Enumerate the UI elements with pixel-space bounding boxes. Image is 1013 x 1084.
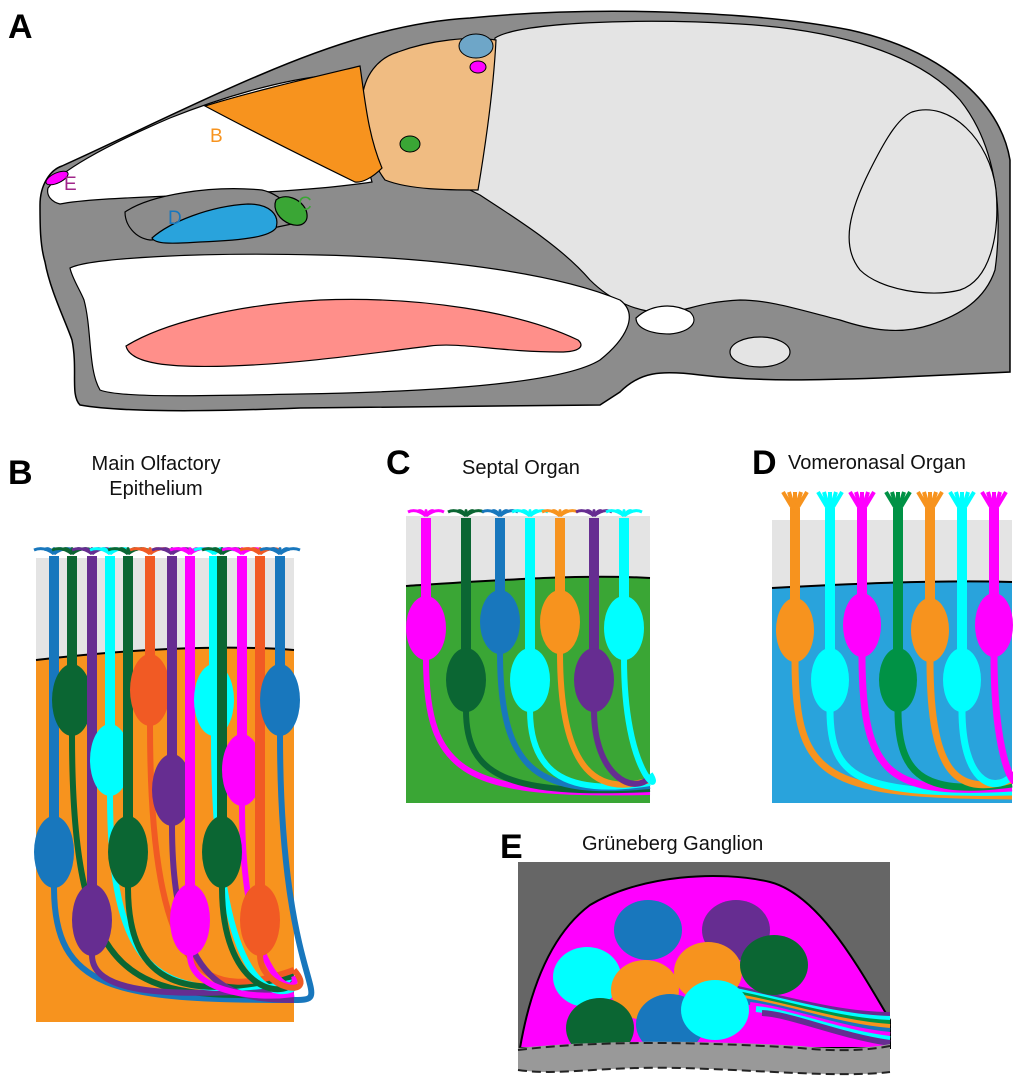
ganglion-cell <box>553 947 621 1007</box>
accessory-bulb-pink-spot <box>470 61 486 73</box>
ganglion-cell <box>740 935 808 995</box>
bulla <box>730 337 790 367</box>
panel-e-title: Grüneberg Ganglion <box>582 833 763 855</box>
vno-cell-body <box>879 648 917 712</box>
moe-dendrite <box>255 556 265 920</box>
region-label-c: C <box>298 194 312 215</box>
vno-cell-body <box>975 593 1013 657</box>
region-label-d: D <box>168 208 182 229</box>
region-label-e: E <box>64 174 77 195</box>
panel-c-letter: C <box>386 444 411 482</box>
ganglion-cell <box>614 900 682 960</box>
vno-cell-body <box>911 598 949 662</box>
vno-cell-body <box>943 648 981 712</box>
moe-cell-body <box>194 664 234 736</box>
vno-cell-body <box>843 593 881 657</box>
panel-d-letter: D <box>752 444 777 482</box>
bulb-green-spot <box>400 136 420 152</box>
panel-e: E Grüneberg Ganglion <box>500 828 890 1074</box>
moe-dendrite <box>217 556 227 852</box>
moe-cell-body <box>240 884 280 956</box>
panel-a: A B C D E <box>8 8 1010 411</box>
panel-c-title: Septal Organ <box>462 457 580 479</box>
septal-cell-body <box>406 596 446 660</box>
septal-cell-body <box>480 590 520 654</box>
panel-b-title-line1: Main Olfactory <box>92 453 221 475</box>
moe-cell-body <box>170 884 210 956</box>
moe-cell-body <box>52 664 92 736</box>
septal-cell-body <box>574 648 614 712</box>
panel-b-letter: B <box>8 454 33 492</box>
moe-cell-body <box>130 654 170 726</box>
moe-dendrite <box>123 556 133 852</box>
panel-a-letter: A <box>8 8 33 46</box>
accessory-olfactory-bulb <box>459 34 493 58</box>
ganglion-cell <box>681 980 749 1040</box>
septal-cell-body <box>446 648 486 712</box>
moe-cell-body <box>202 816 242 888</box>
vno-cell-body <box>776 598 814 662</box>
moe-cell-body <box>34 816 74 888</box>
septal-cell-body <box>604 596 644 660</box>
vno-cell-body <box>811 648 849 712</box>
panel-c: C Septal Organ <box>386 444 653 803</box>
panel-e-letter: E <box>500 828 523 866</box>
septal-cell-body <box>510 648 550 712</box>
moe-dendrite <box>185 556 195 920</box>
septal-cell-body <box>540 590 580 654</box>
panel-b: B Main Olfactory Epithelium <box>8 453 311 1022</box>
panel-d: D Vomeronasal Organ <box>752 444 1013 803</box>
region-label-b: B <box>210 126 223 147</box>
moe-cell-body <box>72 884 112 956</box>
panel-b-title-line2: Epithelium <box>109 478 202 500</box>
moe-cell-body <box>108 816 148 888</box>
moe-cell-body <box>260 664 300 736</box>
panel-d-title: Vomeronasal Organ <box>788 452 966 474</box>
